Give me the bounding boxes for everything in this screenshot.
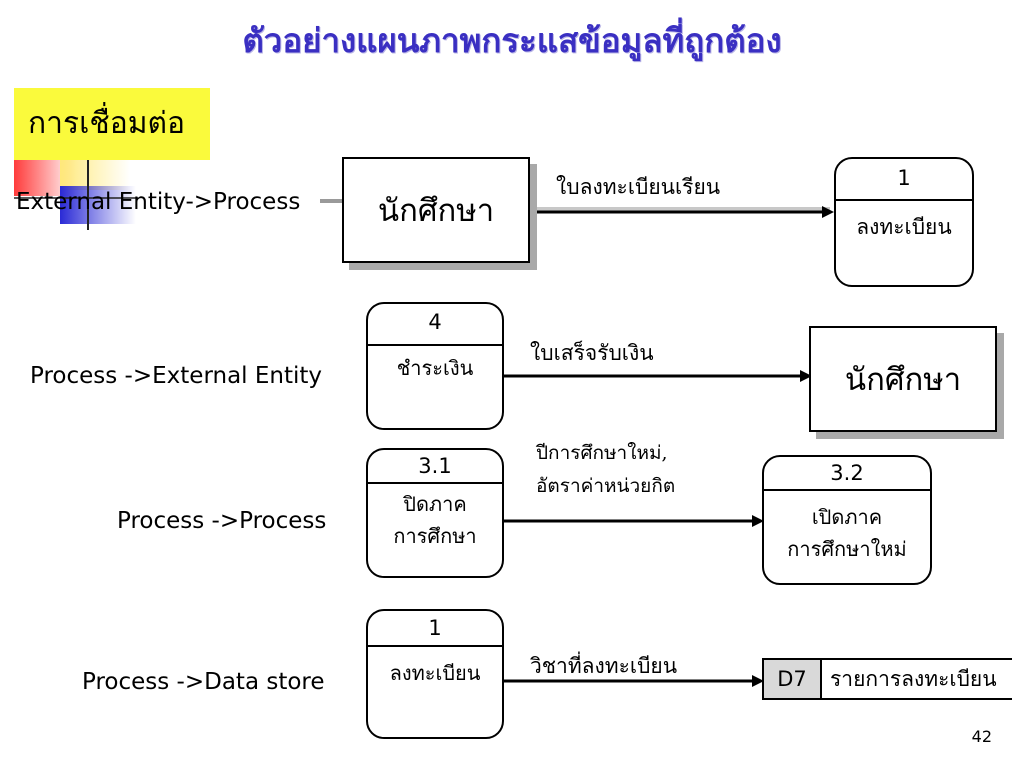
process-open-semester: 3.2 เปิดภาค การศึกษาใหม่ (762, 455, 932, 585)
data-store-id: D7 (764, 660, 822, 698)
flow-label-line-1: ปีการศึกษาใหม่, (536, 442, 668, 464)
row-label-entity-to-process: External Entity->Process (16, 189, 301, 215)
process-id: 1 (836, 159, 972, 201)
flow-label: ปีการศึกษาใหม่, อัตราค่าหน่วยกิต (536, 437, 675, 504)
process-payment: 4 ชำระเงิน (366, 302, 504, 430)
flow-label: ใบเสร็จรับเงิน (530, 341, 654, 365)
entity-name: นักศึกษา (377, 193, 495, 229)
flow-arrow-row-3 (503, 515, 764, 527)
section-label: การเชื่อมต่อ (14, 88, 210, 160)
process-id: 4 (368, 304, 502, 346)
flow-label: วิชาที่ลงทะเบียน (530, 654, 678, 678)
flow-label-line-2: อัตราค่าหน่วยกิต (536, 475, 676, 498)
process-name-line-2: การศึกษาใหม่ (787, 537, 907, 561)
process-name-line-1: ปิดภาค (403, 492, 467, 516)
process-name: ชำระเงิน (396, 356, 474, 380)
decorative-squares (14, 154, 138, 230)
entity-name: นักศึกษา (844, 362, 962, 398)
flow-arrow-row-1 (528, 206, 834, 218)
flow-label: ใบลงทะเบียนเรียน (556, 175, 721, 199)
process-name: ปิดภาค การศึกษา (368, 484, 502, 552)
process-name: ลงทะเบียน (856, 215, 952, 239)
flow-arrow-row-2 (503, 370, 812, 382)
row-label-process-to-process: Process ->Process (117, 508, 327, 534)
process-register: 1 ลงทะเบียน (834, 157, 974, 287)
process-id: 3.2 (764, 457, 930, 491)
row-label-process-to-entity: Process ->External Entity (30, 363, 323, 389)
data-store-name: รายการลงทะเบียน (830, 666, 997, 691)
process-close-semester: 3.1 ปิดภาค การศึกษา (366, 448, 504, 578)
process-name: เปิดภาค การศึกษาใหม่ (764, 491, 930, 565)
process-id: 3.1 (368, 450, 502, 484)
data-store-registration-list: D7 รายการลงทะเบียน (762, 658, 1012, 700)
process-name-line-1: เปิดภาค (811, 505, 883, 529)
page-number: 42 (971, 727, 992, 746)
process-register: 1 ลงทะเบียน (366, 609, 504, 739)
flow-arrow-row-4 (503, 675, 764, 687)
row-label-process-to-datastore: Process ->Data store (82, 669, 325, 695)
process-name-line-2: การศึกษา (393, 524, 477, 548)
external-entity-student: นักศึกษา (809, 326, 997, 432)
external-entity-student: นักศึกษา (342, 157, 530, 263)
process-name: ลงทะเบียน (389, 661, 481, 685)
process-id: 1 (368, 611, 502, 647)
slide-title: ตัวอย่างแผนภาพกระแสข้อมูลที่ถูกต้อง (242, 21, 782, 60)
